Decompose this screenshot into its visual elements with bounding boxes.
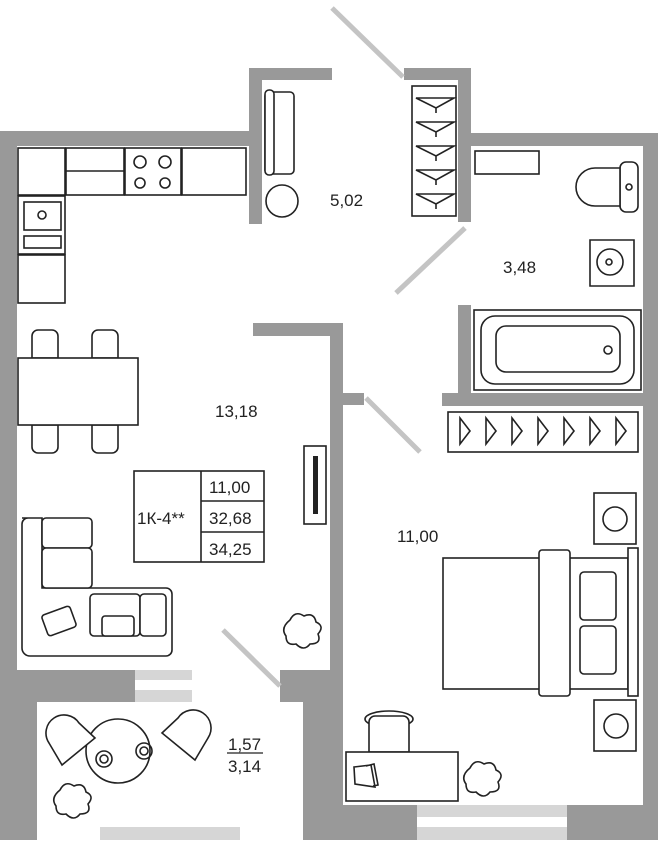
nightstand xyxy=(593,492,637,545)
toilet-icon xyxy=(575,161,639,213)
balcony-reduced-area-label: 1,57 xyxy=(228,735,261,754)
bathtub-icon xyxy=(473,309,642,391)
windows xyxy=(100,670,567,840)
hall-furniture xyxy=(264,85,458,218)
desk xyxy=(345,710,459,802)
dining-table xyxy=(17,329,139,454)
total-area-value: 32,68 xyxy=(209,509,252,528)
kitchen-living-area-label: 13,18 xyxy=(215,402,258,421)
plant-icon xyxy=(52,612,502,819)
bedroom-area-label: 11,00 xyxy=(397,527,438,546)
tv xyxy=(303,445,327,525)
bed-icon xyxy=(442,547,639,697)
nightstand xyxy=(593,699,637,752)
bathroom-fixtures xyxy=(473,150,642,391)
wardrobe xyxy=(447,411,639,453)
doors xyxy=(221,6,467,688)
sink-icon xyxy=(17,195,66,255)
sofa xyxy=(21,517,173,657)
balcony-area-label: 3,14 xyxy=(228,757,261,776)
walls xyxy=(0,68,658,840)
apartment-info-box: 1К-4** 11,00 32,68 34,25 xyxy=(133,470,265,563)
stove-icon xyxy=(124,147,182,196)
balcony-furniture xyxy=(45,709,212,784)
washbasin-icon xyxy=(589,239,635,287)
hall-area-label: 5,02 xyxy=(330,191,363,210)
total-area-with-balcony-value: 34,25 xyxy=(209,540,252,559)
bathroom-area-label: 3,48 xyxy=(503,258,536,277)
kitchen-units xyxy=(17,147,247,304)
bedroom-furniture xyxy=(345,411,639,802)
apartment-type: 1К-4** xyxy=(137,509,185,528)
living-area-value: 11,00 xyxy=(209,478,250,497)
